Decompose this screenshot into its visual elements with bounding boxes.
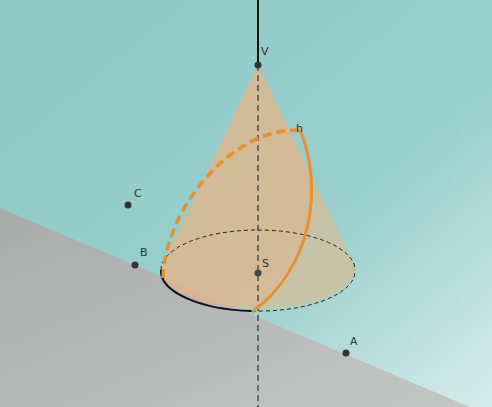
point-c [125,202,132,209]
base-front-right [252,270,355,311]
point-label: B [140,247,148,258]
axis-solid [257,0,259,65]
point-a [343,350,350,357]
section-curve-visible [252,130,312,312]
base-front-left [161,270,252,311]
point-label: h [296,123,303,134]
point-b [132,262,139,269]
axis-dashed [257,65,258,407]
point-label: V [261,46,269,57]
point-label: A [350,336,358,347]
section-curve-hidden [163,130,300,278]
cone-cut-part [252,130,356,312]
point-label: S [262,258,269,269]
point-s [255,270,262,277]
point-label: C [134,188,142,199]
point-v [255,62,262,69]
